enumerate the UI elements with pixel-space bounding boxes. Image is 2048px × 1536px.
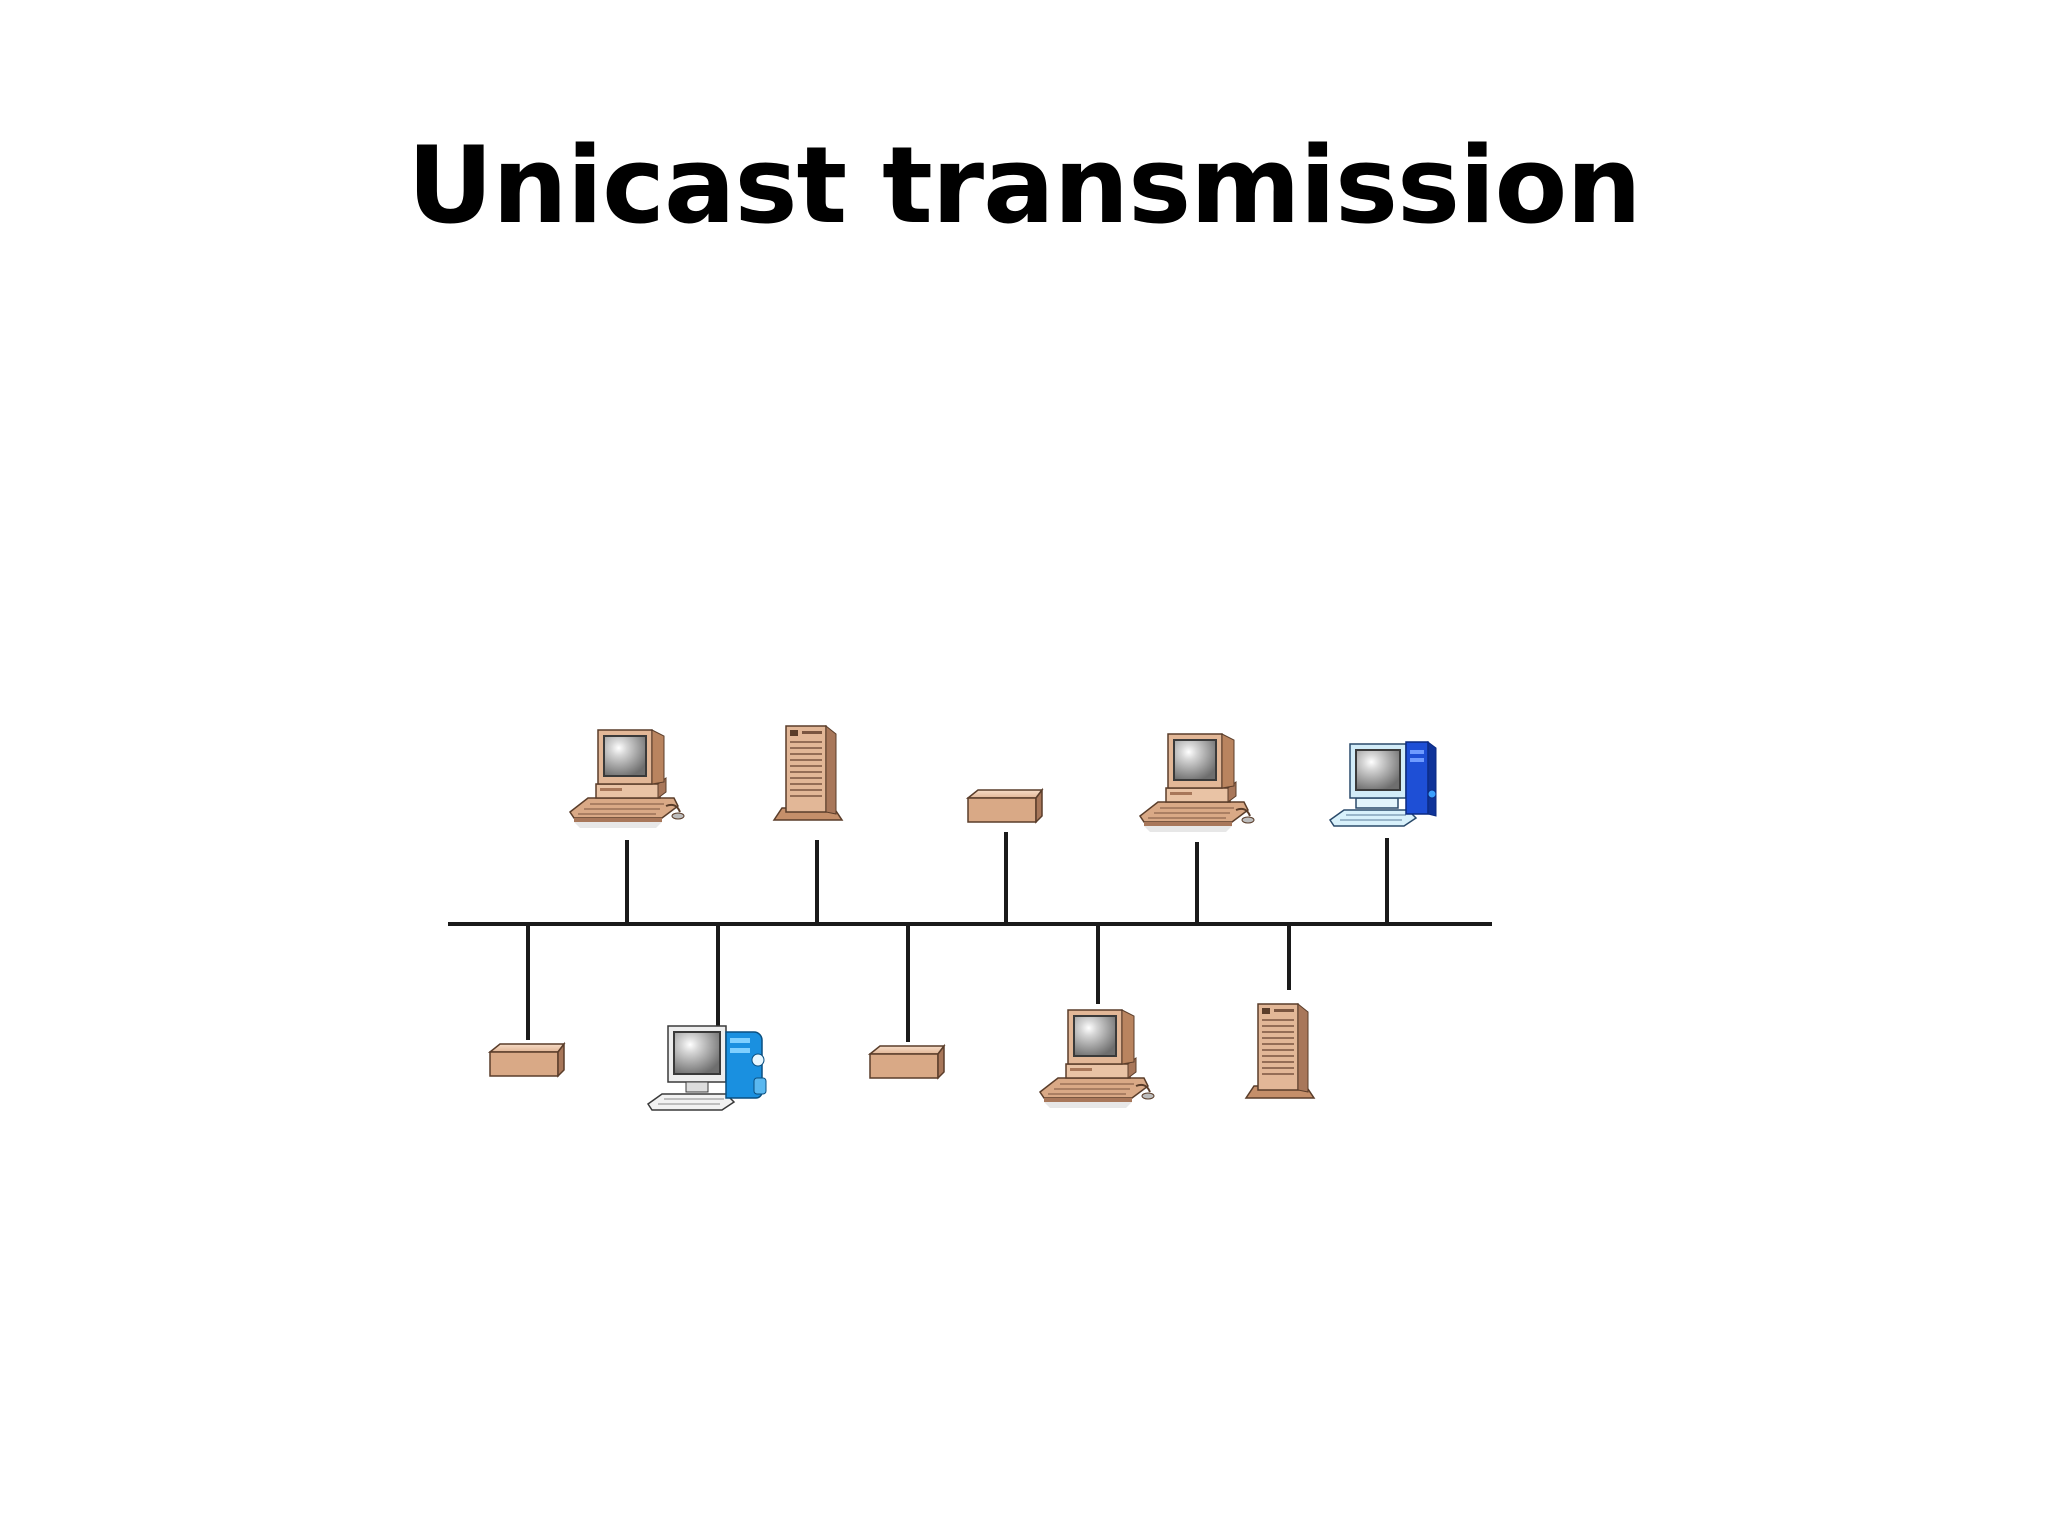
blue-workstation-icon [1329,741,1437,827]
cyan-workstation-icon [647,1025,767,1111]
tower-server-icon [773,725,843,821]
top-device-row [569,725,1437,833]
backbone-bus [448,832,1492,1042]
desktop-computer-icon [1039,1009,1155,1109]
tower-server-icon [1245,1003,1315,1099]
network-box-icon [967,789,1043,823]
network-box-icon [489,1043,565,1077]
network-box-icon [869,1045,945,1079]
desktop-computer-icon [1139,733,1255,833]
bottom-device-row [489,1003,1315,1111]
slide-title: Unicast transmission [407,124,1642,247]
desktop-computer-icon [569,729,685,829]
